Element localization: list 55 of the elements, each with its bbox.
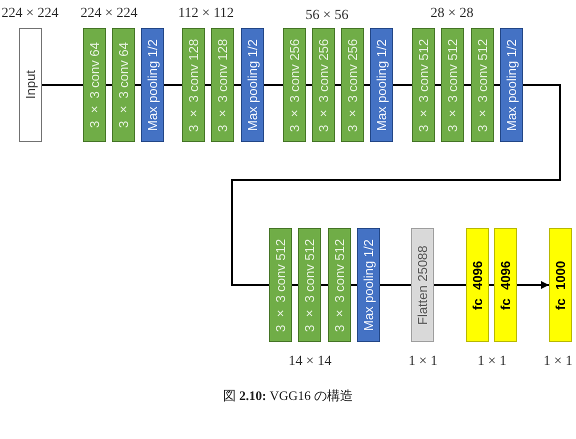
connector-line [351,284,357,286]
size-label: 112 × 112 [178,6,234,22]
connector-line [464,84,471,86]
connector-line [106,84,112,86]
pooling-layer-box: Max pooling 1/2 [141,28,164,142]
connector-line [135,84,141,86]
dense-layer-box: fc 1000 [549,228,572,342]
arrow [517,281,549,289]
conv-layer-box: 3 × 3 conv 256 [283,28,306,142]
pooling-layer-box: Max pooling 1/2 [241,28,264,142]
pooling-layer-box: Max pooling 1/2 [500,28,523,142]
connector-line [335,84,341,86]
connector-line [264,84,283,86]
dense-layer-box: fc 4096 [494,228,517,342]
connector-line [393,84,412,86]
connector-line [164,84,182,86]
size-label: 14 × 14 [288,354,332,370]
flatten-layer-box: Flatten 25088 [411,228,434,342]
conv-layer-box: 3 × 3 conv 512 [298,228,321,342]
conv-layer-box: 3 × 3 conv 512 [269,228,292,342]
input-box: Input [19,28,42,142]
pooling-layer-box: Max pooling 1/2 [357,228,380,342]
connector-line [306,84,312,86]
connector-line [42,84,83,86]
conv-layer-box: 3 × 3 conv 512 [471,28,494,142]
connector-line [489,284,494,286]
pooling-layer-box: Max pooling 1/2 [370,28,393,142]
connector-line [205,84,211,86]
conv-layer-box: 3 × 3 conv 256 [312,28,335,142]
figure-caption: 図 2.10: VGG16 の構造 [223,387,353,405]
conv-layer-box: 3 × 3 conv 128 [182,28,205,142]
connector-line [380,284,411,286]
conv-layer-box: 3 × 3 conv 512 [441,28,464,142]
dense-layer-box: fc 4096 [466,228,489,342]
size-label: 1 × 1 [408,354,438,370]
size-label: 1 × 1 [544,354,572,370]
connector-line [231,84,561,286]
size-label: 56 × 56 [306,8,348,24]
connector-line [364,84,370,86]
size-label: 1 × 1 [478,354,506,370]
connector-line [292,284,298,286]
conv-layer-box: 3 × 3 conv 128 [211,28,234,142]
conv-layer-box: 3 × 3 conv 512 [328,228,351,342]
conv-layer-box: 3 × 3 conv 64 [83,28,106,142]
connector-line [434,284,466,286]
conv-layer-box: 3 × 3 conv 256 [341,28,364,142]
connector-line [435,84,441,86]
connector-line [494,84,500,86]
conv-layer-box: 3 × 3 conv 512 [412,28,435,142]
size-label: 224 × 224 [80,6,138,22]
size-label: 28 × 28 [430,6,474,22]
size-label: 224 × 224 [2,6,58,22]
connector-line [321,284,328,286]
connector-line [234,84,241,86]
conv-layer-box: 3 × 3 conv 64 [112,28,135,142]
